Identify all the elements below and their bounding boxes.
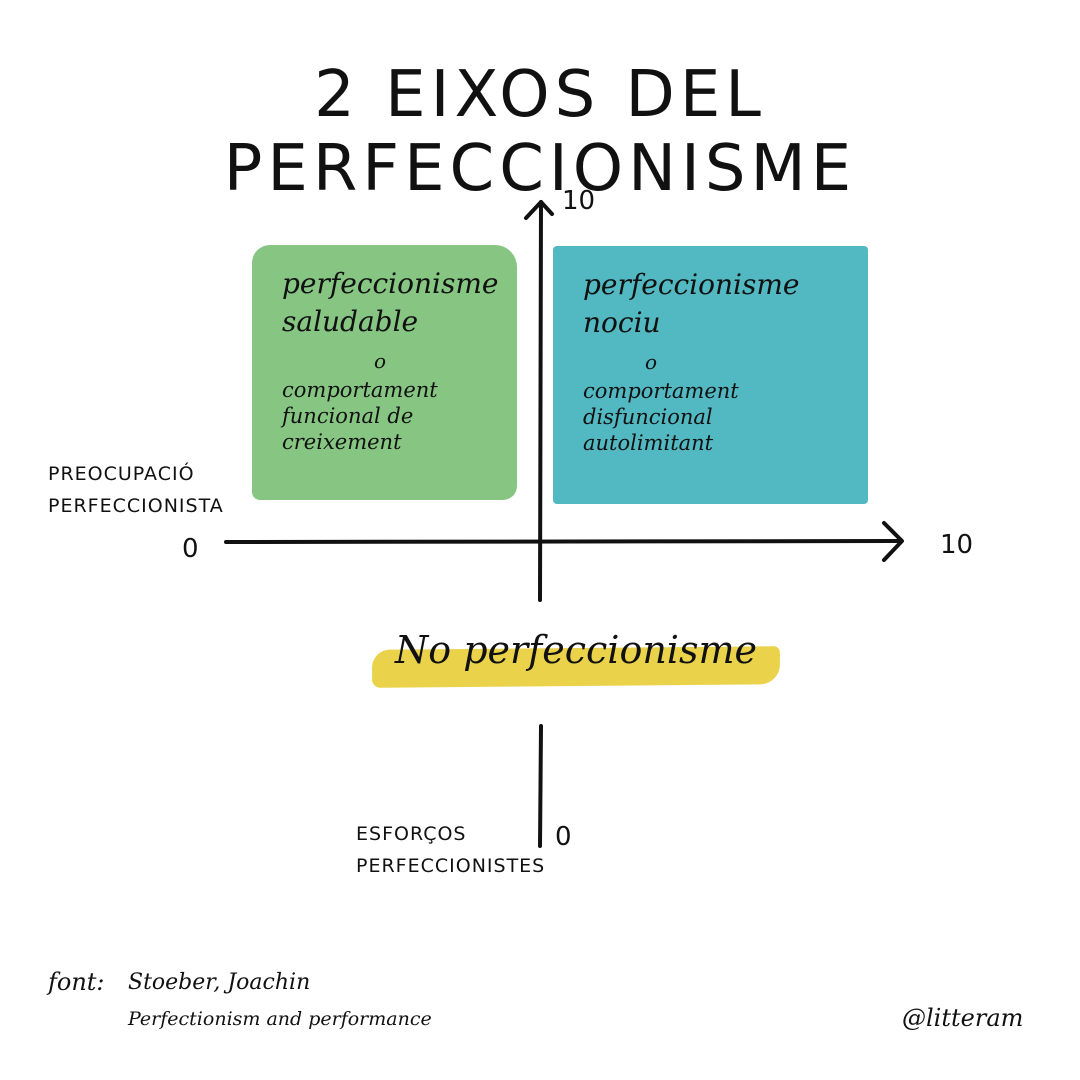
x-axis-label-line1: PREOCUPACIÓ bbox=[48, 463, 195, 485]
x-axis-label: PREOCUPACIÓ PERFECCIONISTA bbox=[48, 458, 224, 522]
quadrant-harmful-description: comportament disfuncional autolimitant bbox=[583, 379, 739, 455]
vertical-axis-arrowhead bbox=[524, 200, 554, 220]
author-handle: @litteram bbox=[902, 1004, 1024, 1032]
no-perfectionism-label: No perfeccionisme bbox=[395, 628, 757, 672]
y-axis-min: 0 bbox=[555, 822, 572, 852]
quadrant-healthy-description: comportament funcional de creixement bbox=[282, 378, 438, 454]
y-axis-label: ESFORÇOS PERFECCIONISTES bbox=[356, 818, 545, 882]
quadrant-harmful-heading: perfeccionisme nociu bbox=[583, 268, 800, 339]
source-work: Perfectionism and performance bbox=[128, 1008, 432, 1030]
horizontal-axis bbox=[224, 521, 904, 562]
quadrant-healthy-or: o bbox=[374, 349, 387, 373]
quadrant-healthy-heading: perfeccionisme saludable bbox=[282, 267, 499, 338]
y-axis-max: 10 bbox=[562, 186, 596, 216]
quadrant-harmful: perfeccionisme nociu o comportament disf… bbox=[553, 246, 868, 504]
quadrant-healthy: perfeccionisme saludable o comportament … bbox=[252, 245, 517, 500]
x-axis-label-line2: PERFECCIONISTA bbox=[48, 495, 224, 517]
vertical-axis bbox=[524, 200, 554, 848]
source-label: font: bbox=[48, 968, 105, 996]
horizontal-axis-arrowhead bbox=[882, 521, 904, 562]
page-title: 2 EIXOS DEL PERFECCIONISME bbox=[223, 58, 857, 206]
source-author: Stoeber, Joachin bbox=[128, 970, 311, 995]
y-axis-label-line1: ESFORÇOS bbox=[356, 823, 467, 845]
quadrant-harmful-or: o bbox=[645, 350, 658, 374]
y-axis-label-line2: PERFECCIONISTES bbox=[356, 855, 546, 877]
x-axis-min: 0 bbox=[182, 534, 199, 564]
x-axis-max: 10 bbox=[940, 530, 974, 560]
